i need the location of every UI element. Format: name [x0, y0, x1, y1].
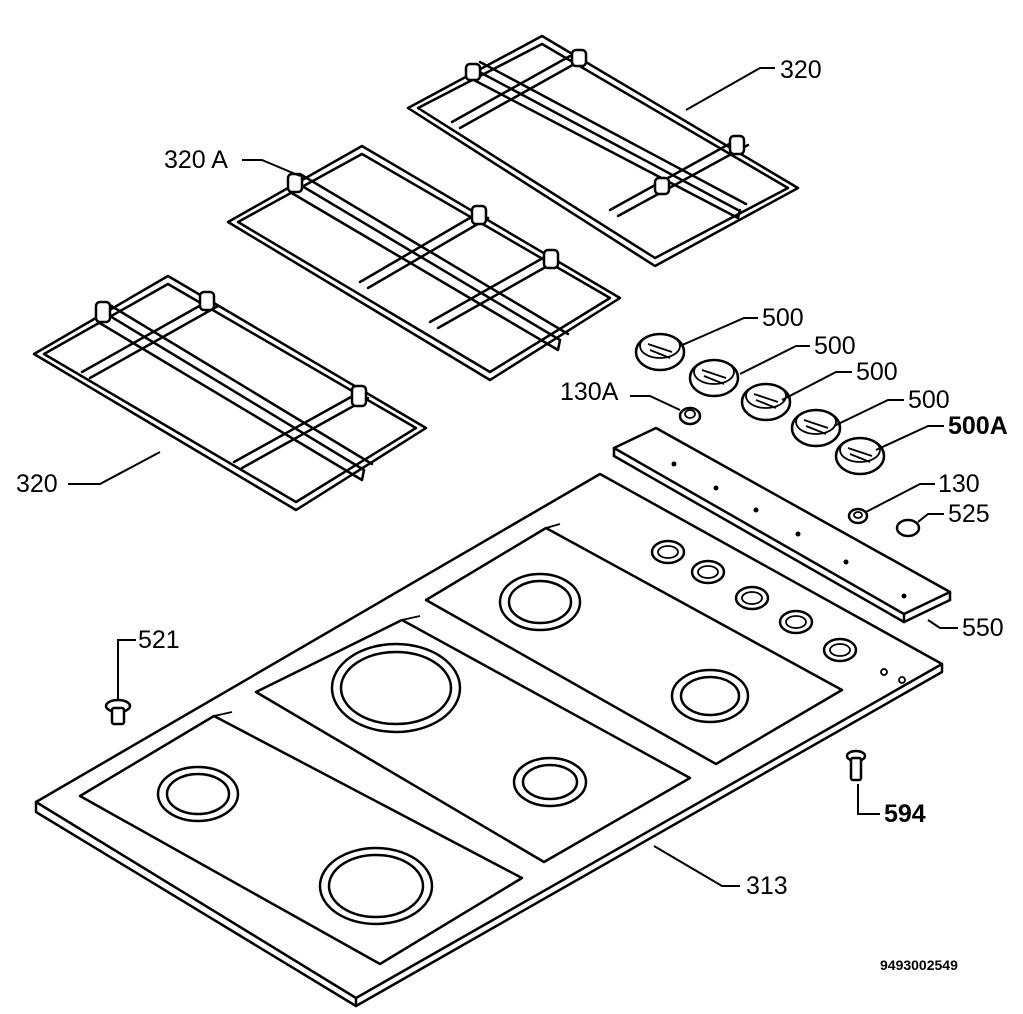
- label-500-4: 500: [908, 386, 950, 414]
- label-521: 521: [138, 626, 180, 654]
- burner-rear-right-small: [498, 572, 582, 632]
- pan-support-grid-320a-middle: [226, 144, 622, 382]
- pan-support-grid-320-left: [32, 274, 428, 512]
- label-500a: 500A: [948, 412, 1008, 440]
- hob-knob-rings: [650, 539, 906, 684]
- cap-525: [895, 518, 921, 538]
- label-320-right: 320: [780, 56, 822, 84]
- label-594: 594: [884, 800, 926, 828]
- label-525: 525: [948, 500, 990, 528]
- label-313: 313: [746, 872, 788, 900]
- label-320-left: 320: [16, 470, 58, 498]
- small-parts: [678, 406, 921, 538]
- document-id: 9493002549: [880, 957, 958, 973]
- knob-500a: [834, 436, 886, 476]
- label-500-1: 500: [762, 304, 804, 332]
- knob-500-4: [790, 408, 842, 448]
- hob-top-313: [34, 472, 944, 1008]
- burner-front-large: [318, 846, 434, 926]
- zone-front-left: [78, 714, 524, 966]
- control-knobs: [634, 332, 886, 476]
- label-550: 550: [962, 614, 1004, 642]
- screw-594: [845, 749, 867, 782]
- knob-500-3: [740, 382, 792, 422]
- label-500-3: 500: [856, 358, 898, 386]
- burner-front-left-small: [156, 765, 240, 823]
- burner-middle-small: [512, 756, 588, 808]
- burner-middle-large: [330, 642, 462, 734]
- label-130: 130: [938, 470, 980, 498]
- screw-521: [104, 698, 132, 726]
- zone-rear-right: [424, 526, 844, 766]
- burners: [156, 572, 750, 926]
- knob-500-1: [634, 332, 686, 372]
- ring-130: [847, 507, 869, 525]
- label-320a: 320 A: [164, 146, 228, 174]
- control-panel-strip-550: [612, 426, 952, 624]
- part-labels: 320 320 A 320 500 500 500 500 500A 130A …: [16, 56, 1008, 973]
- label-130a: 130A: [560, 378, 619, 406]
- pan-support-grid-320-right: [406, 34, 800, 268]
- zone-middle: [254, 618, 692, 864]
- label-500-2: 500: [814, 332, 856, 360]
- knob-500-2: [688, 358, 740, 398]
- ring-130a: [678, 406, 702, 426]
- leader-lines: [68, 67, 958, 887]
- burner-right-front: [670, 668, 750, 724]
